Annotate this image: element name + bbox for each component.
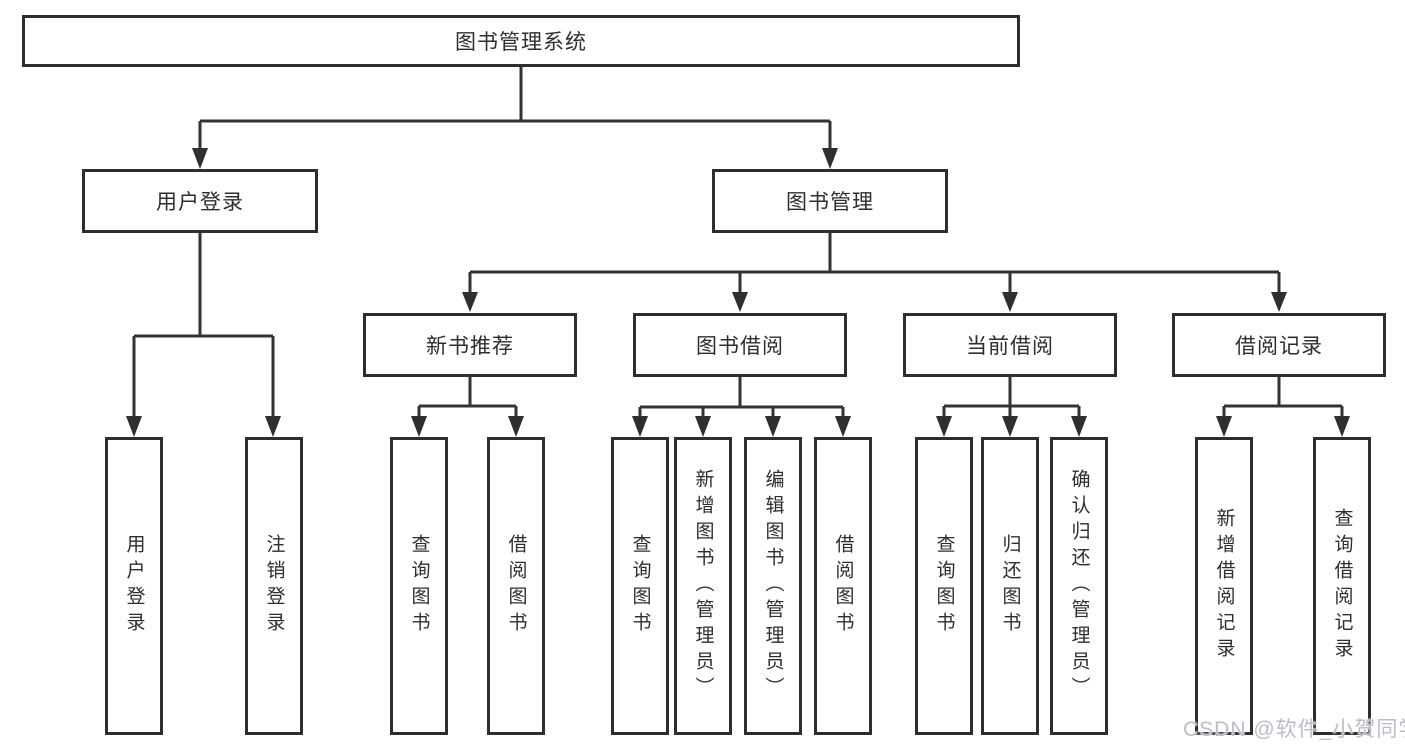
leaf-borrow-books-recommend: 借阅图书 [487,437,545,735]
node-label: 编辑图书（管理员） [762,469,784,703]
node-label: 用户登录 [156,191,244,214]
csdn-watermark: CSDN @软件_小贺同学 [1183,718,1405,741]
node-new-book-recommendation: 新书推荐 [363,313,577,377]
node-book-management: 图书管理 [712,169,948,233]
node-label: 新增借阅记录 [1213,508,1235,664]
node-label: 图书管理系统 [455,31,587,54]
node-current-borrowing: 当前借阅 [903,313,1117,377]
leaf-query-books-current: 查询图书 [915,437,973,735]
connector-lines [132,66,1344,418]
node-library-management-system: 图书管理系统 [22,15,1020,67]
node-label: 当前借阅 [966,335,1054,358]
node-label: 用户登录 [123,534,145,638]
node-label: 查询图书 [408,534,430,638]
leaf-add-books-admin: 新增图书（管理员） [674,437,732,735]
node-label: 查询图书 [933,534,955,638]
leaf-confirm-return-admin: 确认归还（管理员） [1050,437,1108,735]
node-label: 确认归还（管理员） [1068,469,1090,703]
node-label: 查询借阅记录 [1331,508,1353,664]
node-label: 注销登录 [263,534,285,638]
node-label: 新书推荐 [426,335,514,358]
node-borrowing-records: 借阅记录 [1172,313,1386,377]
arrowheads [126,148,1350,437]
leaf-query-borrow-record: 查询借阅记录 [1313,437,1371,735]
leaf-logout: 注销登录 [245,437,303,735]
node-label: 图书借阅 [696,335,784,358]
node-user-login: 用户登录 [82,169,318,233]
leaf-edit-books-admin: 编辑图书（管理员） [744,437,802,735]
leaf-query-books-borrowing: 查询图书 [611,437,669,735]
node-label: 归还图书 [999,534,1021,638]
node-label: 查询图书 [629,534,651,638]
node-label: 借阅图书 [832,534,854,638]
node-label: 新增图书（管理员） [692,469,714,703]
leaf-query-books-recommend: 查询图书 [390,437,448,735]
node-book-borrowing: 图书借阅 [633,313,847,377]
leaf-add-borrow-record: 新增借阅记录 [1195,437,1253,735]
leaf-borrow-books-borrowing: 借阅图书 [814,437,872,735]
leaf-return-books: 归还图书 [981,437,1039,735]
node-label: 借阅记录 [1235,335,1323,358]
leaf-user-login: 用户登录 [105,437,163,735]
node-label: 图书管理 [786,191,874,214]
node-label: 借阅图书 [505,534,527,638]
